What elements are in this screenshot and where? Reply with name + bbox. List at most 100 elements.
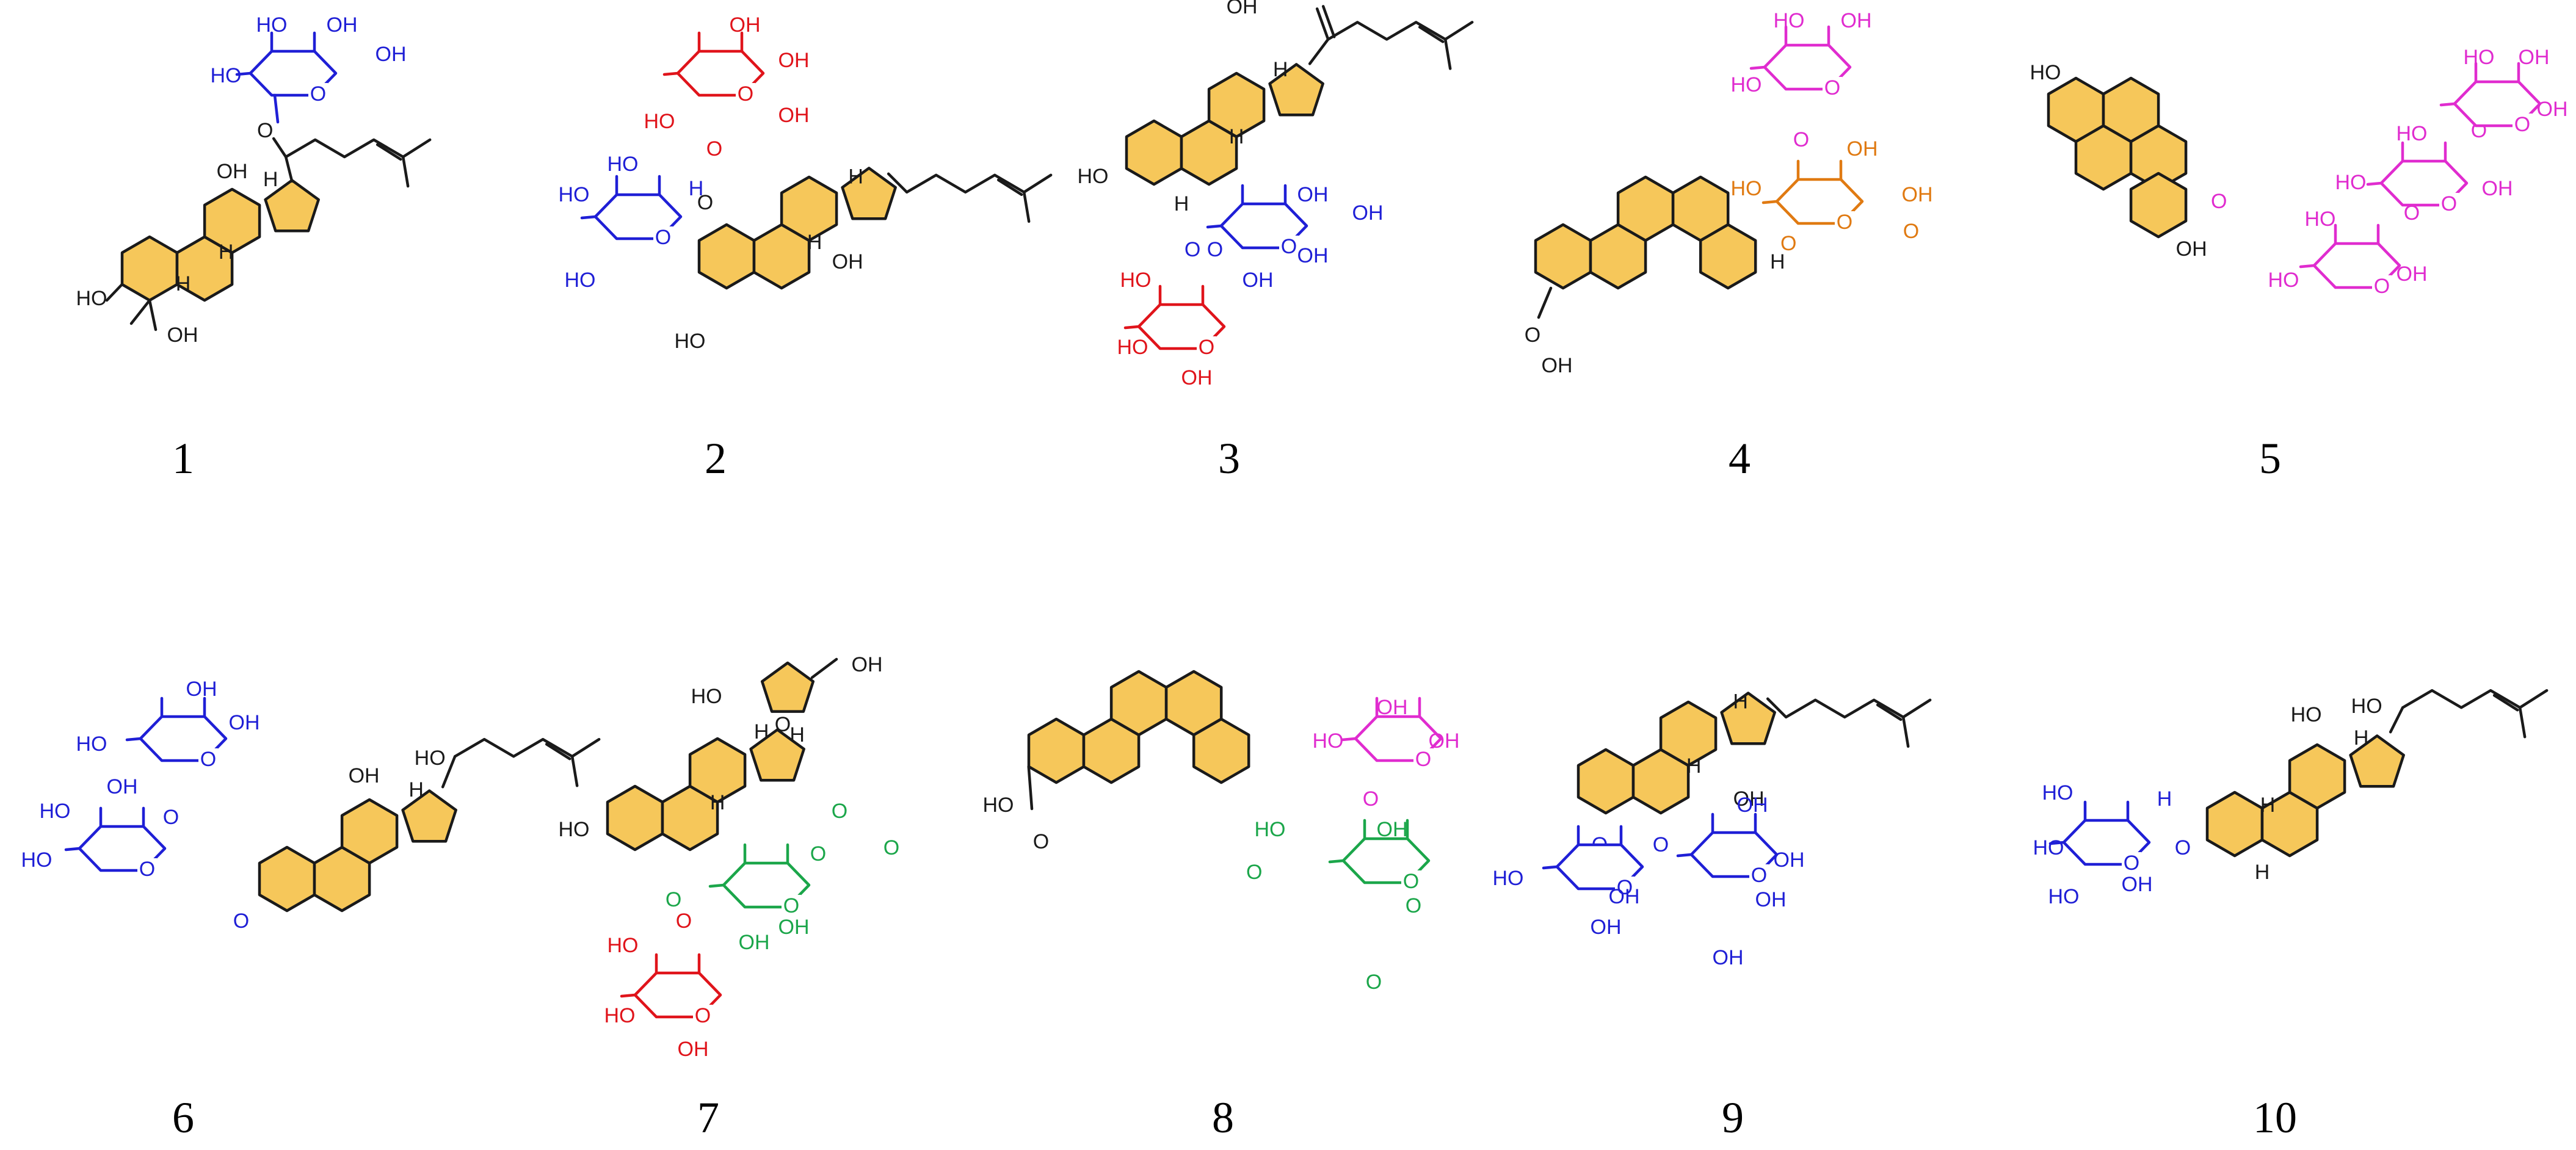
c6-side-chain (453, 737, 574, 758)
c10-ring-c (2288, 743, 2346, 810)
c9-ring-d (1720, 692, 1776, 745)
ring-oxygen-label: O (655, 226, 671, 249)
hydroxyl-bond (64, 847, 81, 852)
c4-interglycosidic-o: O (1793, 128, 1809, 151)
c6-ring-d (401, 789, 457, 843)
hydroxyl-label: OH (2537, 98, 2568, 121)
c7-acetyl-o: O (883, 836, 899, 859)
c2-ring-a (697, 223, 756, 290)
hydroxyl-label: HO (559, 183, 590, 206)
hydroxyl-bond (1328, 859, 1345, 864)
compound-number-9: 9 (1722, 1093, 1744, 1142)
hydroxyl-label: HO (2335, 171, 2367, 194)
c6-side-chain-methyl (570, 754, 579, 787)
ring-oxygen-label: O (2514, 113, 2530, 136)
c4-ring-a (1534, 223, 1592, 290)
ring-oxygen-label: O (1403, 870, 1419, 893)
c4-glycosidic-o: O (1780, 232, 1796, 255)
hydroxyl-label: HO (1493, 867, 1524, 890)
c10-ring-d (2349, 734, 2405, 788)
c6-side-chain-double (545, 742, 571, 761)
ring-oxygen-bg (1823, 77, 1842, 96)
c9-h-17: H (1733, 690, 1748, 713)
hydroxyl-bond (1676, 853, 1693, 858)
hydroxyl-label: OH (1591, 916, 1622, 939)
c4-ring-e (1699, 223, 1757, 290)
c9-interglycosidic-o: O (1653, 833, 1669, 856)
hydroxyl-bond (1761, 200, 1779, 204)
c6-ring-a (258, 845, 316, 913)
hydroxyl-label: HO (2305, 208, 2336, 231)
c3-h-5: H (1174, 192, 1189, 215)
ring-oxygen-label: O (1617, 876, 1633, 899)
c2-glycosidic-o: O (697, 191, 713, 214)
compound-number-6: 6 (172, 1093, 194, 1142)
c1-12-hydroxyl: OH (217, 160, 248, 183)
hydroxyl-label: HO (644, 110, 675, 133)
hydroxyl-label: OH (778, 916, 810, 939)
c4-carboxyl-bond (1537, 286, 1553, 319)
hydroxyl-label: HO (1731, 73, 1762, 96)
c1-h-9: H (219, 240, 234, 264)
c3-interglycosidic-o: O (1207, 238, 1223, 261)
c6-side-chain-methyl (570, 737, 601, 758)
compound-number-7: 7 (697, 1093, 719, 1142)
hydroxyl-bond (1749, 65, 1766, 70)
compound-number-1: 1 (172, 434, 194, 483)
ring-oxygen-label: O (1751, 864, 1767, 887)
hydroxyl-label: OH (739, 931, 770, 954)
ring-oxygen-label: O (783, 894, 799, 917)
hydroxyl-label: HO (2464, 46, 2495, 69)
compound-number-3: 3 (1218, 434, 1240, 483)
hydroxyl-label: HO (2048, 885, 2080, 908)
c4-h-18: H (1770, 250, 1785, 273)
c7-h-13: H (754, 720, 769, 743)
hydroxyl-label: OH (2482, 177, 2513, 200)
ring-oxygen-bg (1197, 336, 1216, 356)
hydroxyl-label: HO (1731, 177, 1762, 200)
c6-20-hydroxyl: HO (415, 747, 446, 770)
c1-h-5: H (176, 272, 191, 295)
c10-glucose-h: H (2157, 787, 2172, 811)
c2-ring-d (841, 167, 897, 220)
hydroxyl-label: OH (2122, 873, 2153, 896)
c9-ring-a (1576, 748, 1635, 815)
hydroxyl-label: OH (1181, 366, 1213, 389)
ring-oxygen-label: O (695, 1004, 711, 1027)
c6-ring-c (340, 798, 399, 865)
ring-oxygen-bg (782, 895, 801, 914)
hydroxyl-label: OH (1774, 848, 1805, 872)
hydroxyl-bond (2299, 264, 2316, 269)
c6-glycosidic-o: O (233, 910, 249, 933)
c3-side-chain-methyl (1443, 38, 1452, 70)
hydroxyl-label: OH (1297, 183, 1329, 206)
hydroxyl-bond (1206, 224, 1223, 229)
hydroxyl-label: HO (565, 269, 596, 292)
ring-oxygen-bg (198, 748, 218, 768)
ring-oxygen-bg (137, 858, 157, 878)
ring-oxygen-label: O (2441, 192, 2457, 215)
hydroxyl-label: HO (1117, 336, 1148, 359)
ring-oxygen-bg (1615, 877, 1634, 896)
c10-side-chain-methyl (2518, 706, 2527, 739)
c9-side-chain-methyl (1901, 698, 1932, 719)
hydroxyl-label: OH (1429, 729, 1460, 753)
c7-tetrahydrofuran (760, 661, 815, 713)
hydroxyl-label: HO (1120, 269, 1152, 292)
hydroxyl-bond (2439, 102, 2456, 107)
hydroxyl-label: OH (1847, 137, 1878, 161)
c4-gluA-carbonyl: O (1903, 220, 1919, 243)
ring-oxygen-label: O (1824, 76, 1840, 99)
c10-glycosidic-o: O (2175, 836, 2191, 859)
hydroxyl-label: OH (1737, 794, 1768, 817)
c10-h-9: H (2260, 794, 2276, 817)
c2-side-chain (905, 173, 1026, 194)
c3-glucose-6-oh: OH (1352, 201, 1384, 225)
hydroxyl-label: OH (2519, 46, 2550, 69)
c9-side-chain-methyl (1901, 715, 1910, 748)
hydroxyl-label: HO (1255, 818, 1286, 841)
